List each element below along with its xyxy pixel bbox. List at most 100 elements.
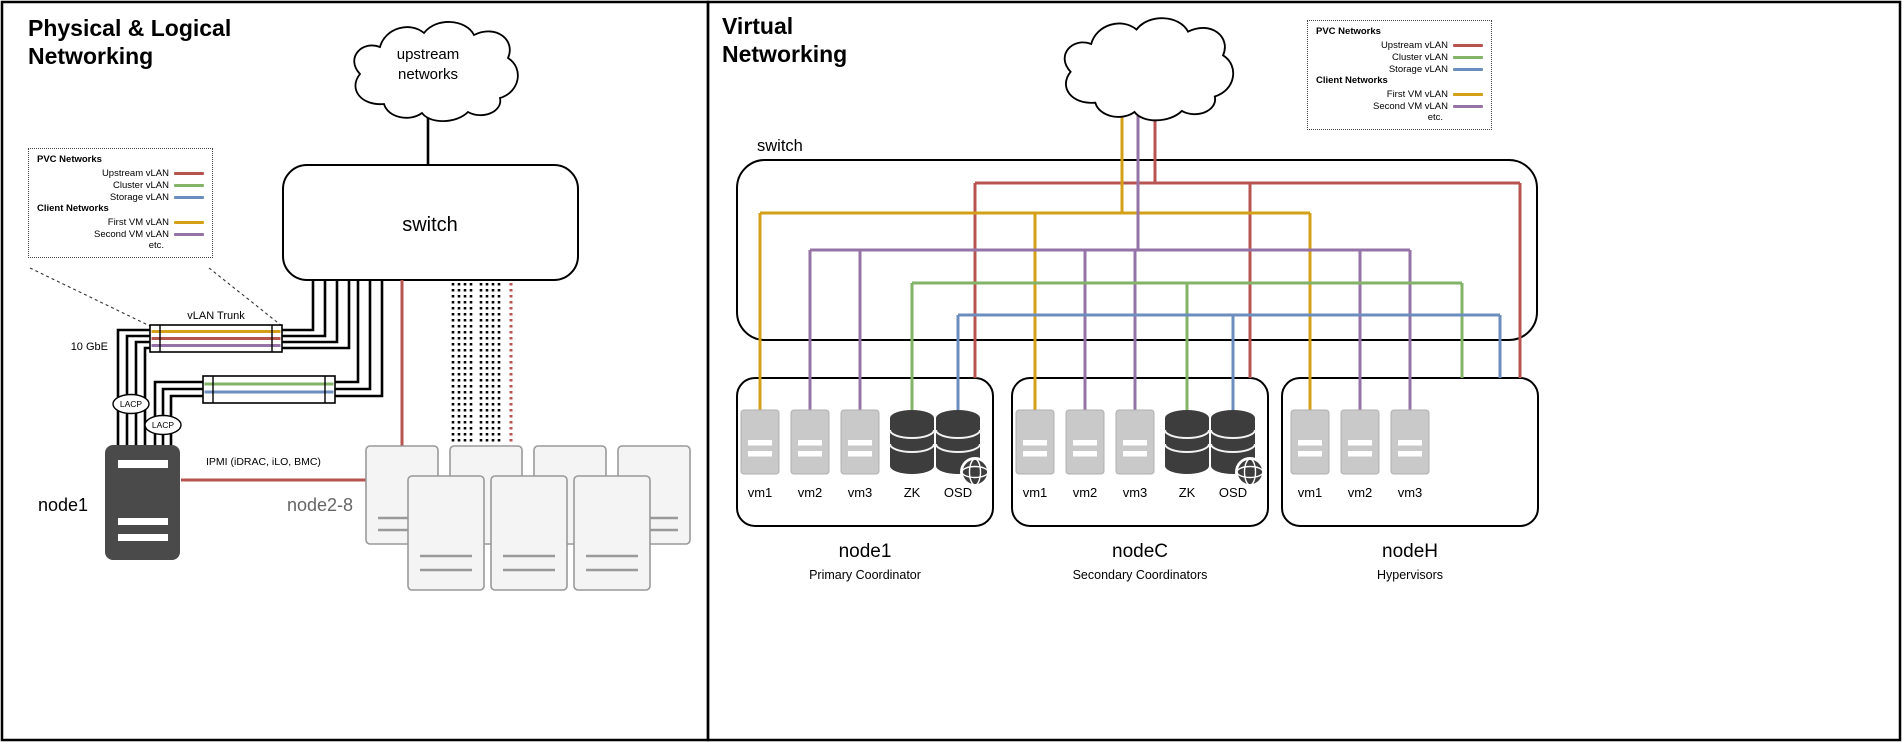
cloud-label-line2: networks [398, 66, 458, 83]
globe-icon [959, 456, 991, 488]
legend-footer: etc. [1427, 112, 1443, 123]
legend-color-line [174, 171, 204, 175]
vm-icon [840, 409, 880, 475]
legend-item-label: Second VM vLAN [94, 228, 169, 240]
vm-label: vm3 [1398, 485, 1423, 500]
virtual-switch-label: switch [757, 137, 803, 155]
node-name: nodeH [1382, 541, 1438, 562]
zk-label: ZK [1179, 485, 1196, 500]
vm-icon [1065, 409, 1105, 475]
physical-switch-label: switch [402, 214, 458, 236]
zookeeper-database-icon [889, 409, 935, 475]
legend-item-label: Upstream vLAN [101, 167, 169, 179]
vm-label: vm1 [1298, 485, 1323, 500]
vm-icon [1290, 409, 1330, 475]
ipmi-label: IPMI (iDRAC, iLO, BMC) [206, 456, 321, 468]
legend-section-header: PVC Networks [37, 154, 102, 165]
virtual-panel-title: Virtual Networking [722, 13, 848, 68]
vlan-trunk-1 [149, 324, 283, 353]
zookeeper-database-icon [1164, 409, 1210, 475]
nodeC-item-labels: vm1 vm2 vm3 ZK OSD [1023, 485, 1247, 500]
legend-item-label: Cluster vLAN [113, 179, 169, 191]
vm-label: vm1 [1023, 485, 1048, 500]
legend-item: First VM vLAN [1316, 88, 1483, 100]
legend-color-line [174, 183, 204, 187]
legend-item-label: Upstream vLAN [1380, 39, 1448, 51]
legend-item-label: Storage vLAN [1388, 63, 1448, 75]
legend-color-line [1453, 67, 1483, 71]
legend-item: First VM vLAN [37, 216, 204, 228]
node1-item-labels: vm1 vm2 vm3 ZK OSD [748, 485, 972, 500]
node1-server-icon [105, 445, 180, 560]
second-vm-vlan-lines [808, 96, 1412, 410]
legend-color-line [1453, 92, 1483, 96]
node1-label: node1 [38, 495, 88, 515]
cluster-vlan-lines [910, 281, 1464, 410]
legend-physical: PVC Networks Upstream vLAN Cluster vLAN … [28, 148, 213, 258]
vm-label: vm3 [1123, 485, 1148, 500]
cloud-label-line1: upstream [397, 46, 460, 63]
legend-item: Cluster vLAN [1316, 51, 1483, 63]
node-subtitle: Hypervisors [1377, 568, 1443, 582]
node-subtitle: Secondary Coordinators [1073, 568, 1208, 582]
first-vm-vlan-lines [758, 96, 1312, 410]
zk-label: ZK [904, 485, 921, 500]
legend-item-label: Cluster vLAN [1392, 51, 1448, 63]
lacp-label: LACP [120, 399, 143, 409]
virtual-cloud-icon [1063, 17, 1235, 122]
legend-footer: etc. [148, 240, 164, 251]
vlan-trunk-2 [202, 375, 336, 404]
legend-item-label: First VM vLAN [1386, 88, 1448, 100]
legend-item-label: First VM vLAN [107, 216, 169, 228]
legend-color-line [1453, 104, 1483, 108]
legend-item: Storage vLAN [37, 191, 204, 203]
vm-label: vm3 [848, 485, 873, 500]
vm-label: vm1 [748, 485, 773, 500]
vm-icon [790, 409, 830, 475]
lacp-badge-1: LACP [112, 393, 150, 415]
globe-icon [1234, 456, 1266, 488]
physical-panel-title: Physical & Logical Networking [28, 15, 232, 70]
legend-color-line [1453, 55, 1483, 59]
node2-8-cluster-icon [365, 445, 691, 591]
vm-icon [1390, 409, 1430, 475]
legend-color-line [174, 232, 204, 236]
legend-color-line [174, 195, 204, 199]
vm-label: vm2 [798, 485, 823, 500]
node-name: nodeC [1112, 541, 1168, 562]
osd-label: OSD [944, 485, 972, 500]
physical-switch-box [282, 164, 579, 281]
virtual-panel-border [706, 0, 1902, 742]
legend-item-label: Storage vLAN [109, 191, 169, 203]
vm-icon [1015, 409, 1055, 475]
legend-item: Upstream vLAN [1316, 39, 1483, 51]
osd-label: OSD [1219, 485, 1247, 500]
legend-item: Upstream vLAN [37, 167, 204, 179]
legend-section-header: Client Networks [1316, 75, 1388, 86]
legend-item: Second VM vLAN [1316, 100, 1483, 112]
node-name: node1 [839, 541, 892, 562]
vm-label: vm2 [1348, 485, 1373, 500]
legend-item: Cluster vLAN [37, 179, 204, 191]
legend-section-header: Client Networks [37, 203, 109, 214]
legend-item: Storage vLAN [1316, 63, 1483, 75]
bulk-cable-bundle [451, 283, 501, 443]
legend-item-label: Second VM vLAN [1373, 100, 1448, 112]
legend-color-line [174, 220, 204, 224]
legend-item: Second VM vLAN [37, 228, 204, 240]
nodeH-vm-icons [1290, 409, 1430, 475]
vm-icon [740, 409, 780, 475]
vm-icon [1340, 409, 1380, 475]
storage-vlan-lines [956, 313, 1502, 410]
lacp-badge-2: LACP [144, 414, 182, 436]
node-subtitle: Primary Coordinator [809, 568, 921, 582]
legend-section-header: PVC Networks [1316, 26, 1381, 37]
vm-icon [1115, 409, 1155, 475]
physical-panel-border [0, 0, 710, 742]
vm-label: vm2 [1073, 485, 1098, 500]
vlan-trunk-label: vLAN Trunk [187, 310, 245, 322]
legend-callout-lines [29, 267, 283, 327]
legend-color-line [1453, 43, 1483, 47]
